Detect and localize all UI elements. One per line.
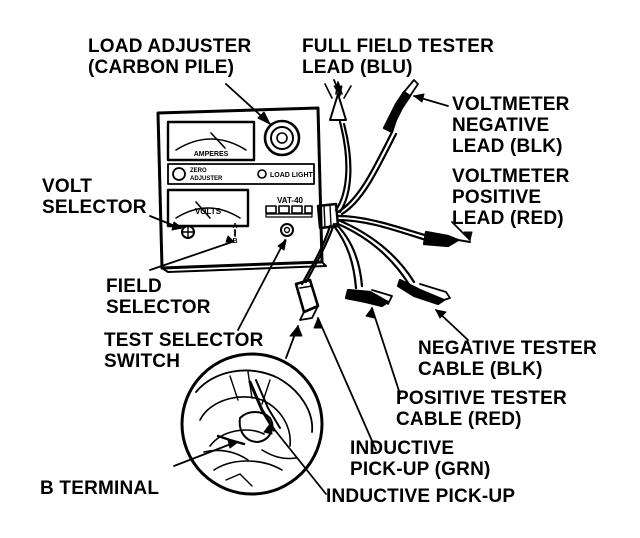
- callout-line: LEAD (BLU): [302, 57, 413, 78]
- callout-line: PICK-UP (GRN): [350, 459, 491, 480]
- callout-line: SELECTOR: [106, 297, 211, 318]
- callout-line: POSITIVE TESTER: [396, 388, 567, 409]
- arrowheads: [171, 85, 473, 449]
- callout-line: CABLE (BLK): [418, 359, 543, 380]
- callout-full-field: FULL FIELD TESTER LEAD (BLU): [302, 36, 494, 78]
- callout-load-adjuster: LOAD ADJUSTER (CARBON PILE): [88, 36, 251, 78]
- tester-body: [156, 106, 340, 273]
- callout-inductive-pickup: INDUCTIVE PICK-UP: [326, 486, 515, 507]
- callout-line: INDUCTIVE: [350, 438, 455, 459]
- callout-negative-tester-cable: NEGATIVE TESTER CABLE (BLK): [418, 338, 597, 380]
- alternator-inset: [180, 352, 324, 496]
- callout-line: LEAD (RED): [452, 208, 564, 229]
- callout-line: INDUCTIVE PICK-UP: [326, 486, 516, 507]
- ammeter-window: [166, 120, 256, 162]
- callout-line: NEGATIVE TESTER: [418, 338, 597, 359]
- callout-test-selector: TEST SELECTOR SWITCH: [104, 330, 264, 372]
- callout-b-terminal: B TERMINAL: [40, 478, 159, 499]
- callout-positive-tester-cable: POSITIVE TESTER CABLE (RED): [396, 388, 567, 430]
- zero-adjuster-label-2: ADJUSTER: [190, 176, 223, 182]
- voltmeter-negative-probe: [382, 79, 419, 134]
- callout-volt-selector: VOLT SELECTOR: [42, 176, 147, 218]
- callout-voltmeter-positive: VOLTMETER POSITIVE LEAD (RED): [452, 166, 570, 229]
- negative-tester-clamp: [396, 278, 451, 306]
- selector-b-label: B: [232, 238, 237, 245]
- callout-field-selector: FIELD SELECTOR: [106, 276, 211, 318]
- callout-line: VOLTMETER: [452, 94, 570, 115]
- callout-line: CABLE (RED): [396, 409, 522, 430]
- positive-tester-clamp: [344, 288, 393, 308]
- callout-line: VOLTMETER: [452, 166, 570, 187]
- volt-selector-knob: [181, 225, 195, 239]
- callout-line: SELECTOR: [42, 197, 147, 218]
- callout-line: POSITIVE: [452, 187, 542, 208]
- callout-line: B TERMINAL: [40, 478, 160, 499]
- callout-line: NEGATIVE: [452, 115, 550, 136]
- callout-voltmeter-negative: VOLTMETER NEGATIVE LEAD (BLK): [452, 94, 570, 157]
- volts-label: VOLTS: [195, 207, 222, 216]
- selector-a-label: A: [232, 223, 237, 230]
- load-light-label: LOAD LIGHT: [270, 172, 313, 179]
- callout-line: TEST SELECTOR: [104, 330, 264, 351]
- voltmeter-positive-probe: [422, 230, 471, 248]
- callout-line: FIELD: [106, 276, 162, 297]
- callout-line: SWITCH: [104, 351, 181, 372]
- test-selector-block: [265, 205, 313, 237]
- model-label: VAT-40: [277, 196, 303, 205]
- callout-line: LEAD (BLK): [452, 136, 563, 157]
- callout-line: (CARBON PILE): [88, 57, 235, 78]
- voltmeter-window: [166, 188, 250, 228]
- amperes-label: AMPERES: [194, 151, 229, 158]
- cable-bundle: [300, 120, 430, 290]
- zero-adjuster-label-1: ZERO: [190, 168, 207, 174]
- callout-inductive-pickup-grn: INDUCTIVE PICK-UP (GRN): [350, 438, 491, 480]
- callout-line: FULL FIELD TESTER: [302, 36, 494, 57]
- callout-line: VOLT: [42, 176, 93, 197]
- callout-line: LOAD ADJUSTER: [88, 36, 252, 57]
- carbon-pile-knob: [263, 119, 301, 157]
- inductive-pickup-clamp: [294, 278, 320, 321]
